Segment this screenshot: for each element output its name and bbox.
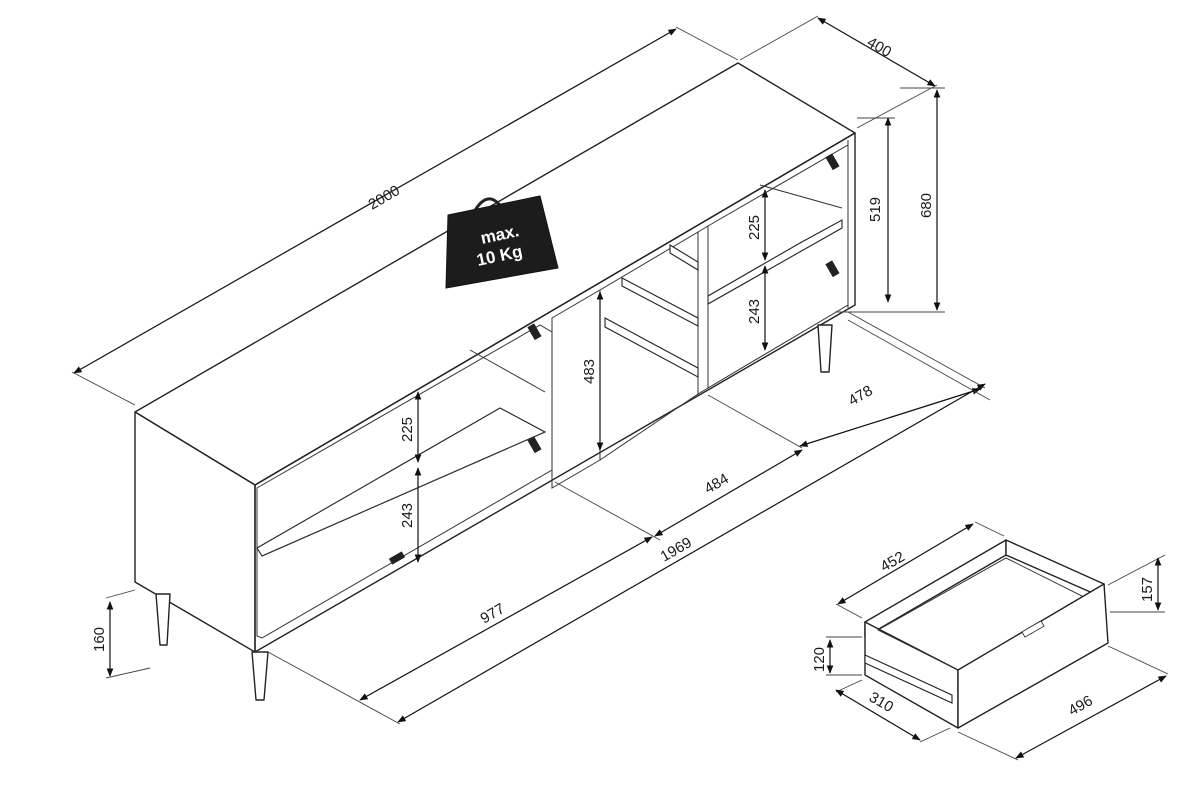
- drawer-rail: [621, 277, 699, 327]
- drawer-back: [864, 539, 1007, 638]
- width-dimension: [73, 28, 677, 374]
- drawer-dimension-lines: 452 157 120 310 496: [811, 521, 1169, 761]
- drawer-pull-icon: [1021, 620, 1045, 638]
- hinge-icon: [825, 153, 840, 171]
- drawer-rail: [669, 244, 699, 271]
- center-width-dimension: [654, 449, 803, 537]
- shelf-gap-top-right-label: 225: [746, 215, 763, 240]
- leg-height-label: 160: [91, 627, 108, 652]
- right-width-dimension: [799, 388, 981, 447]
- right-back-line: [759, 184, 843, 209]
- body-height-label: 519: [867, 197, 884, 222]
- right-shelf: [707, 219, 843, 305]
- drawer-runner: [864, 654, 953, 704]
- drawer-depth-label: 496: [1066, 692, 1096, 719]
- shelf-gap-bottom-right-label: 243: [746, 299, 763, 324]
- left-back-line: [469, 349, 546, 393]
- inner-width-label: 1969: [658, 534, 695, 565]
- drawer-handle-icon: [388, 551, 406, 565]
- drawer-right-side: [1005, 539, 1105, 599]
- hinge-icon: [527, 323, 542, 341]
- drawer-rail: [604, 317, 699, 378]
- drawer-depth-dimension: [1015, 675, 1167, 759]
- drawer-inner-depth-dimension: [835, 689, 921, 741]
- drawer-front-height-label: 157: [1139, 577, 1156, 602]
- drawer: [864, 539, 1109, 729]
- shelf-gap-bottom-left-label: 243: [399, 503, 416, 528]
- width-total-label: 2000: [366, 182, 403, 213]
- center-right-divider: [697, 225, 709, 395]
- depth-label: 400: [864, 34, 894, 61]
- drawer-side-height-label: 120: [811, 647, 828, 672]
- drawer-width-label: 452: [878, 548, 908, 575]
- drawer-front: [957, 583, 1109, 729]
- leg-front-right: [817, 324, 833, 373]
- drawer-left-side: [864, 621, 959, 729]
- drawer-inner-depth-label: 310: [866, 689, 896, 716]
- shelf-gap-top-left-label: 225: [399, 417, 416, 442]
- leg-front-left: [251, 651, 269, 701]
- drawer-width-dimension: [837, 523, 974, 605]
- total-height-label: 680: [918, 193, 935, 218]
- left-width-label: 977: [478, 600, 508, 627]
- center-bottom-back: [599, 393, 699, 461]
- depth-dimension: [817, 17, 936, 87]
- center-left-divider: [551, 289, 601, 489]
- center-height-label: 483: [581, 359, 598, 384]
- right-width-label: 478: [846, 382, 876, 409]
- hinge-icon: [527, 436, 542, 454]
- leg-back-left: [155, 593, 171, 646]
- right-compartment-back: [707, 144, 849, 389]
- left-width-dimension: [359, 536, 653, 701]
- hinge-icon: [825, 260, 840, 278]
